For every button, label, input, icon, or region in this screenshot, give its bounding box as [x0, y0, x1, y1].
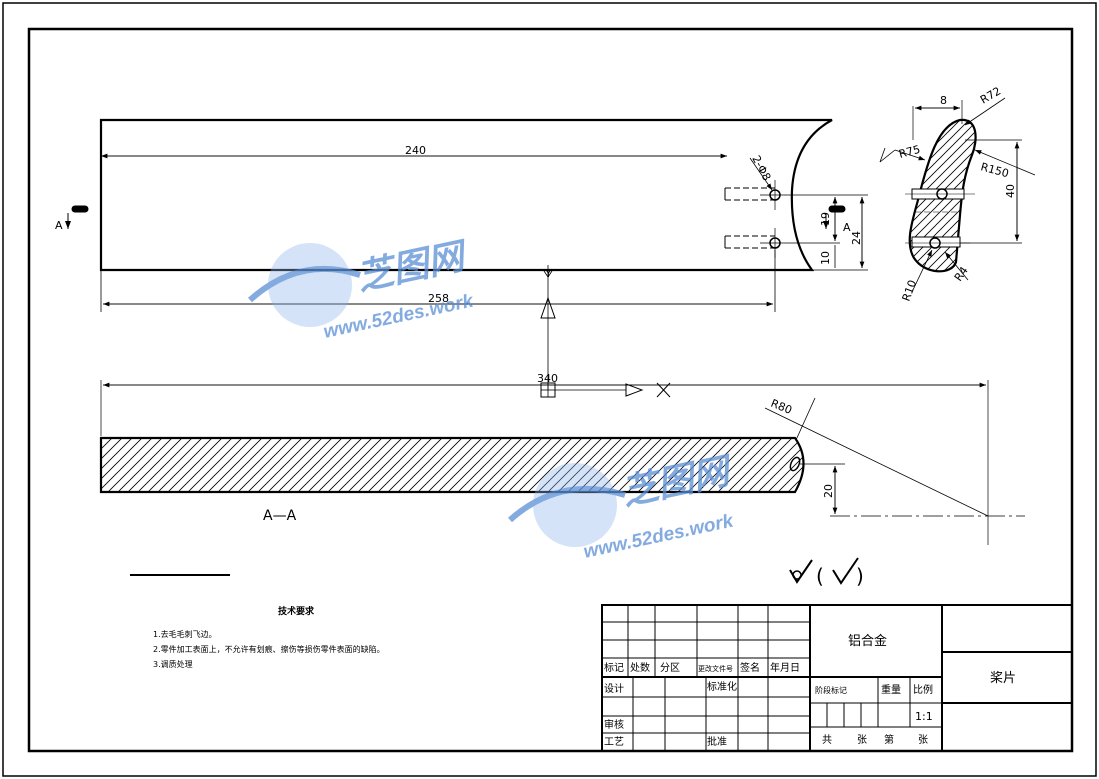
sheets-3: 第 [884, 733, 894, 746]
dim-r75: R75 [897, 143, 921, 161]
label-stage: 阶段标记 [815, 685, 847, 695]
material: 铝合金 [848, 633, 887, 649]
section-outline [99, 436, 805, 494]
dim-40: 40 [1004, 184, 1017, 198]
top-view [65, 118, 868, 390]
label-weight: 重量 [881, 683, 901, 696]
watermark-globe [247, 243, 361, 327]
sheets-2: 张 [857, 734, 867, 746]
dim-r72: R72 [978, 85, 1003, 107]
blade-outline [99, 118, 833, 272]
sheets-1: 共 [822, 734, 832, 746]
label-design: 设计 [604, 682, 624, 695]
row-label-1: 标记 [604, 662, 624, 674]
dim-240: 240 [405, 144, 426, 157]
dim-r4: R4 [952, 264, 971, 283]
watermark-globe-2 [507, 463, 626, 547]
sheets-4: 张 [918, 734, 928, 746]
part-name: 桨片 [990, 670, 1016, 686]
note-item-1: 1.去毛毛刺飞边。 [153, 629, 217, 639]
scale: 1:1 [915, 710, 933, 723]
watermark-1: 芝图网 www.52des.work [247, 234, 477, 343]
label-ratio: 比例 [913, 683, 933, 696]
row-label-4: 更改文件号 [698, 664, 733, 673]
dim-340: 340 [537, 372, 558, 385]
section-label: A—A [263, 508, 297, 524]
roughness-symbol [789, 557, 859, 585]
roughness-close: ) [856, 564, 864, 588]
dim-24: 24 [850, 231, 863, 245]
dim-r150: R150 [979, 160, 1010, 180]
title-block [601, 604, 1073, 752]
profile-view [879, 97, 1036, 293]
row-label-2: 处数 [630, 661, 650, 674]
inner-frame [27, 27, 1074, 753]
note-item-3: 3.调质处理 [153, 659, 193, 669]
dim-hole: 2-Φ8 [749, 153, 773, 183]
dim-8: 8 [940, 94, 947, 107]
watermark-brand: 芝图网 [353, 234, 472, 298]
notes-title: 技术要求 [278, 605, 315, 617]
section-mark-right: A [843, 221, 851, 234]
section-view [99, 380, 1025, 545]
dim-10: 10 [819, 251, 832, 265]
label-standard: 标准化 [707, 680, 737, 693]
row-label-6: 年月日 [770, 661, 800, 674]
dim-258: 258 [428, 292, 449, 305]
label-approve: 批准 [707, 735, 727, 748]
dim-19: 19 [819, 212, 832, 226]
note-item-2: 2.零件加工表面上，不允许有划痕、擦伤等损伤零件表面的缺陷。 [153, 644, 385, 654]
dim-r80: R80 [769, 397, 794, 417]
row-label-5: 签名 [740, 661, 760, 674]
label-process: 工艺 [604, 736, 624, 748]
roughness-open: ( [816, 564, 824, 588]
section-mark-left: A [55, 219, 63, 232]
row-label-3: 分区 [660, 662, 680, 674]
dim-r10: R10 [900, 278, 920, 303]
axis-y-label: Y [544, 267, 552, 280]
dim-20: 20 [822, 484, 835, 498]
label-review: 审核 [604, 718, 624, 731]
